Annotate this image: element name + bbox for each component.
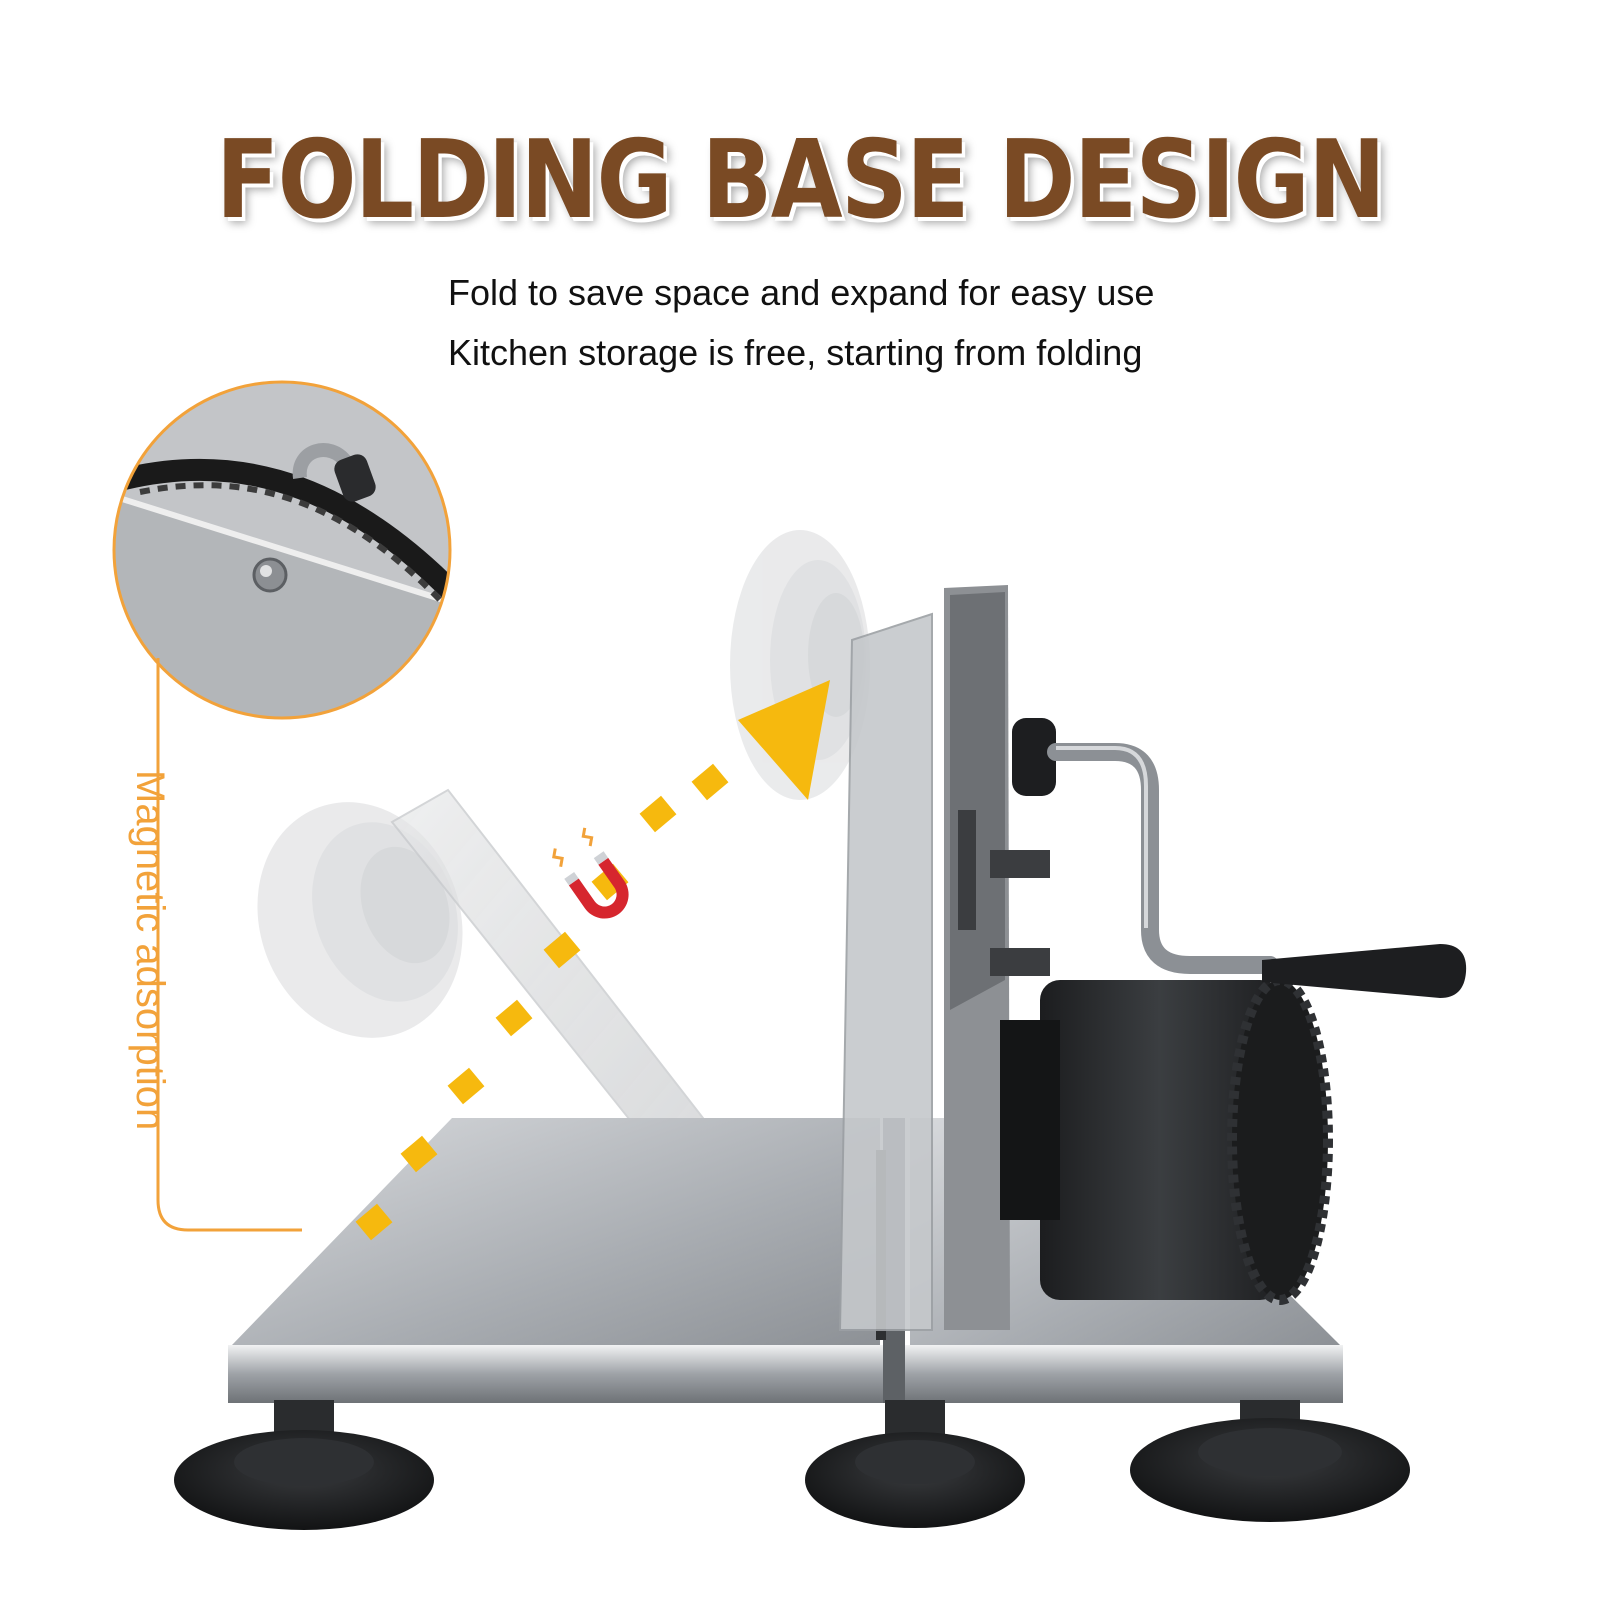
slicer-housing	[944, 585, 1050, 1330]
crank-handle	[1012, 718, 1467, 998]
ghost-suction-cup-left	[257, 802, 463, 1038]
magnified-inset	[112, 380, 452, 720]
magnet-icon	[552, 827, 629, 919]
suction-feet	[174, 1400, 1410, 1530]
subtitle-line-2: Kitchen storage is free, starting from f…	[448, 332, 1143, 373]
page-headline: FOLDING BASE DESIGN	[215, 118, 1386, 243]
magnetic-adsorption-label: Magnetic adsorption	[128, 770, 172, 1131]
subtitle-line-1: Fold to save space and expand for easy u…	[448, 272, 1155, 313]
gear-housing	[1000, 975, 1333, 1305]
direction-arrow-icon	[355, 680, 830, 1241]
callout-connector	[156, 658, 302, 1232]
upright-plate	[838, 612, 933, 1331]
